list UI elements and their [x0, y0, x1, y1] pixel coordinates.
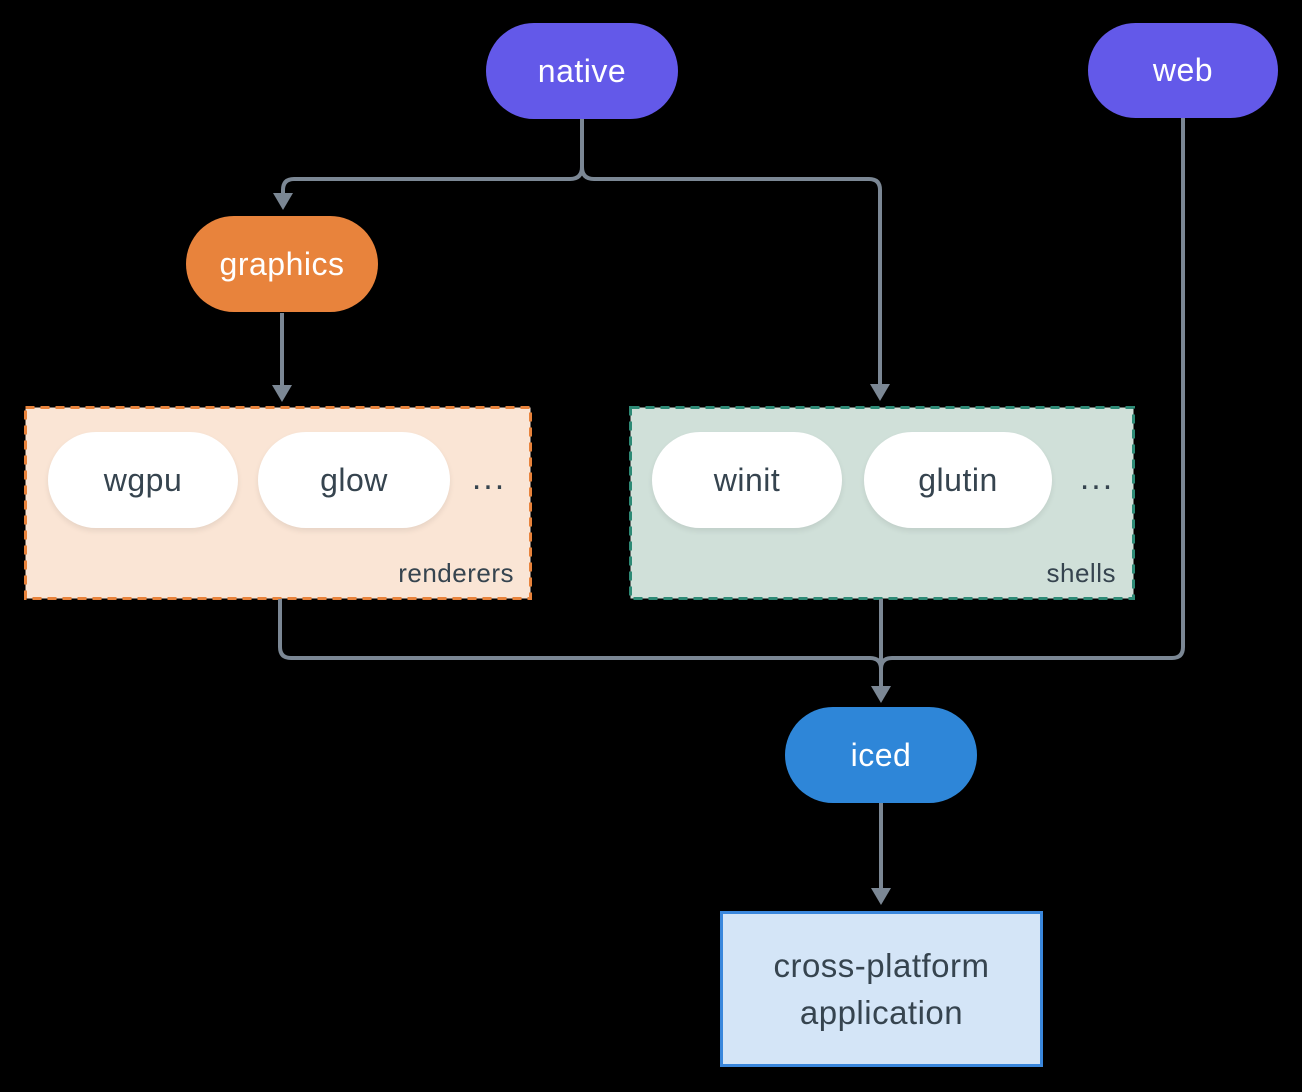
- arrowhead-graphics-renderers: [272, 385, 292, 402]
- edge-renderers-iced: [278, 599, 883, 670]
- node-winit: winit: [652, 432, 842, 528]
- arrowhead-iced-application: [871, 888, 891, 905]
- node-native-label: native: [537, 52, 627, 89]
- renderers-group-label: renderers: [398, 558, 514, 588]
- edge-native-shells: [580, 119, 882, 385]
- node-winit-label: winit: [713, 461, 781, 498]
- edge-native-graphics: [281, 119, 584, 195]
- node-graphics-label: graphics: [219, 245, 345, 282]
- node-glow-label: glow: [320, 461, 388, 498]
- node-wgpu: wgpu: [48, 432, 238, 528]
- node-web-label: web: [1152, 52, 1214, 88]
- node-cross-platform-application: cross-platform application: [720, 911, 1043, 1067]
- application-label-line1: cross-platform: [773, 947, 990, 984]
- shells-group-label: shells: [1046, 558, 1116, 588]
- node-glow: glow: [258, 432, 450, 528]
- node-wgpu-label: wgpu: [103, 461, 183, 498]
- application-label-line2: application: [799, 994, 964, 1031]
- node-graphics: graphics: [186, 216, 378, 312]
- node-native: native: [486, 23, 678, 119]
- arrowhead-into-iced: [871, 686, 891, 703]
- shells-ellipsis: ...: [1079, 459, 1115, 497]
- arrowhead-native-graphics: [273, 193, 293, 210]
- node-glutin-label: glutin: [918, 461, 998, 498]
- node-iced-label: iced: [850, 736, 912, 773]
- node-web: web: [1088, 23, 1278, 118]
- node-glutin: glutin: [864, 432, 1052, 528]
- arrowhead-native-shells: [870, 384, 890, 401]
- renderers-ellipsis: ...: [471, 459, 507, 497]
- node-iced: iced: [785, 707, 977, 803]
